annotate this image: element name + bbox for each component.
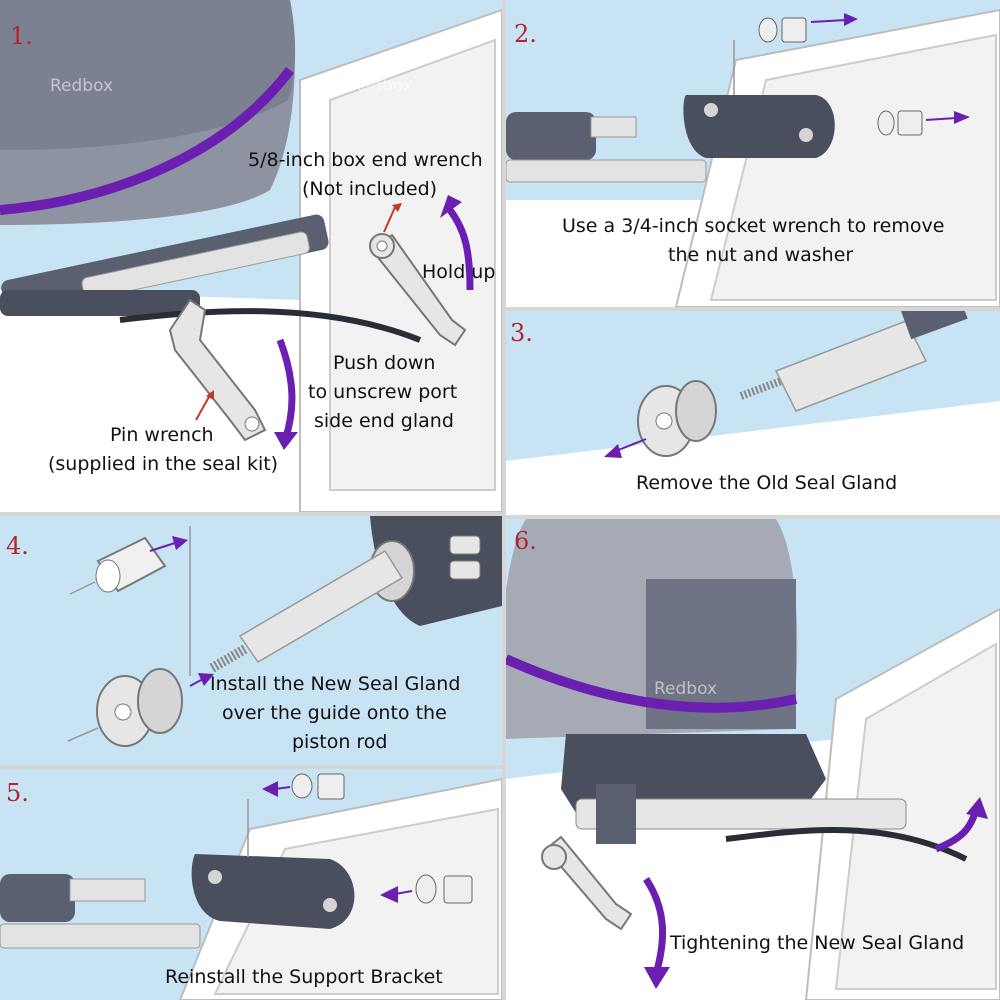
step-number: 6. [514, 527, 537, 555]
row-divider-4 [0, 765, 502, 769]
step-2-caption-line1: Use a 3/4-inch socket wrench to remove [562, 215, 945, 237]
step-number: 2. [514, 20, 537, 48]
push-label-line1: Push down [333, 352, 436, 374]
step-6-panel: Redbox 6. Tightening the New Seal Gland [506, 519, 1000, 1000]
column-divider [502, 0, 506, 1000]
pin-wrench-label-line2: (supplied in the seal kit) [48, 453, 279, 475]
step-number: 5. [6, 779, 29, 807]
step-5-panel: 5. Reinstall the Support Bracket [0, 769, 502, 1000]
step-2-panel: 2. Use a 3/4-inch socket wrench to remov… [506, 0, 1000, 307]
step-6-caption: Tightening the New Seal Gland [670, 932, 965, 954]
wrench-label-line2: (Not included) [302, 178, 438, 200]
step-4-caption-line3: piston rod [292, 731, 388, 753]
step-1-illustration [0, 0, 502, 512]
step-3-caption: Remove the Old Seal Gland [636, 472, 898, 494]
push-label-line3: side end gland [314, 410, 454, 432]
wrench-label-line1: 5/8-inch box end wrench [248, 149, 483, 171]
step-2-caption-line2: the nut and washer [668, 244, 854, 266]
step-3-illustration [506, 311, 1000, 515]
hold-up-label: Hold up [422, 261, 496, 283]
step-1-panel: Redbox Redbox 1. 5/8-inch box end wrench… [0, 0, 502, 512]
watermark: Redbox [50, 76, 114, 96]
step-4-caption-line2: over the guide onto the [222, 702, 447, 724]
step-4-illustration [0, 516, 502, 765]
row-divider-1 [0, 512, 502, 516]
step-number: 3. [510, 319, 533, 347]
step-number: 4. [6, 532, 29, 560]
row-divider-2 [506, 307, 1000, 311]
watermark: Redbox [654, 679, 718, 699]
step-5-illustration [0, 769, 502, 1000]
step-number: 1. [10, 22, 33, 50]
watermark: Redbox [350, 76, 414, 96]
step-4-caption-line1: Install the New Seal Gland [210, 673, 461, 695]
step-4-panel: 4. Install the New Seal Gland over the g… [0, 516, 502, 765]
step-5-caption: Reinstall the Support Bracket [165, 966, 443, 988]
step-3-panel: 3. Remove the Old Seal Gland [506, 311, 1000, 515]
pin-wrench-label-line1: Pin wrench [110, 424, 214, 446]
row-divider-3 [506, 515, 1000, 519]
step-6-illustration [506, 519, 1000, 1000]
step-2-illustration [506, 0, 1000, 307]
push-label-line2: to unscrew port [308, 381, 458, 403]
